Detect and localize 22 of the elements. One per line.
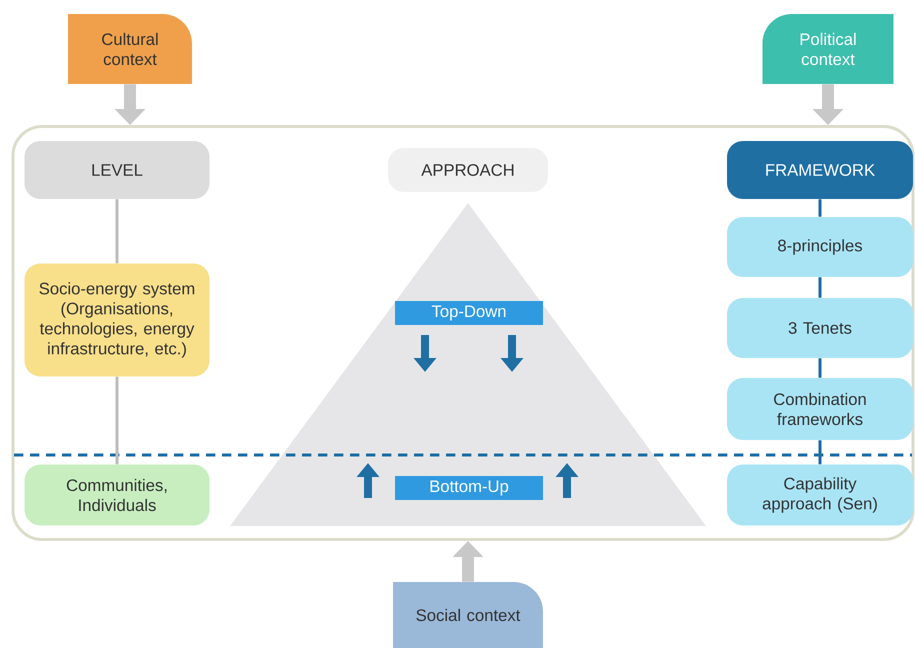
connector-line <box>116 376 118 464</box>
header-box: LEVEL <box>24 141 210 199</box>
frame-box <box>12 125 914 541</box>
context-tab: Social context <box>393 582 543 648</box>
framework-box: Capability approach (Sen) <box>727 464 913 526</box>
header-box: FRAMEWORK <box>727 141 913 199</box>
header-box: APPROACH <box>388 148 548 192</box>
connector-line <box>818 440 822 464</box>
framework-box: 8-principles <box>727 217 913 277</box>
connector-line <box>818 358 822 378</box>
context-tab: Cultural context <box>68 14 192 84</box>
framework-box: Combination frameworks <box>727 378 913 440</box>
context-tab: Political context <box>762 14 894 84</box>
triangle <box>230 203 706 526</box>
level-box: Socio-energy system (Organisations, technologies, energy infrastructure, etc.) <box>24 264 210 376</box>
connector-line <box>116 199 118 264</box>
connector-line <box>818 277 822 298</box>
framework-box: 3 Tenets <box>727 298 913 358</box>
connector-line <box>818 199 822 217</box>
approach-label: Top-Down <box>395 301 543 325</box>
approach-label: Bottom-Up <box>395 476 543 500</box>
level-box: Communities, Individuals <box>24 464 210 526</box>
